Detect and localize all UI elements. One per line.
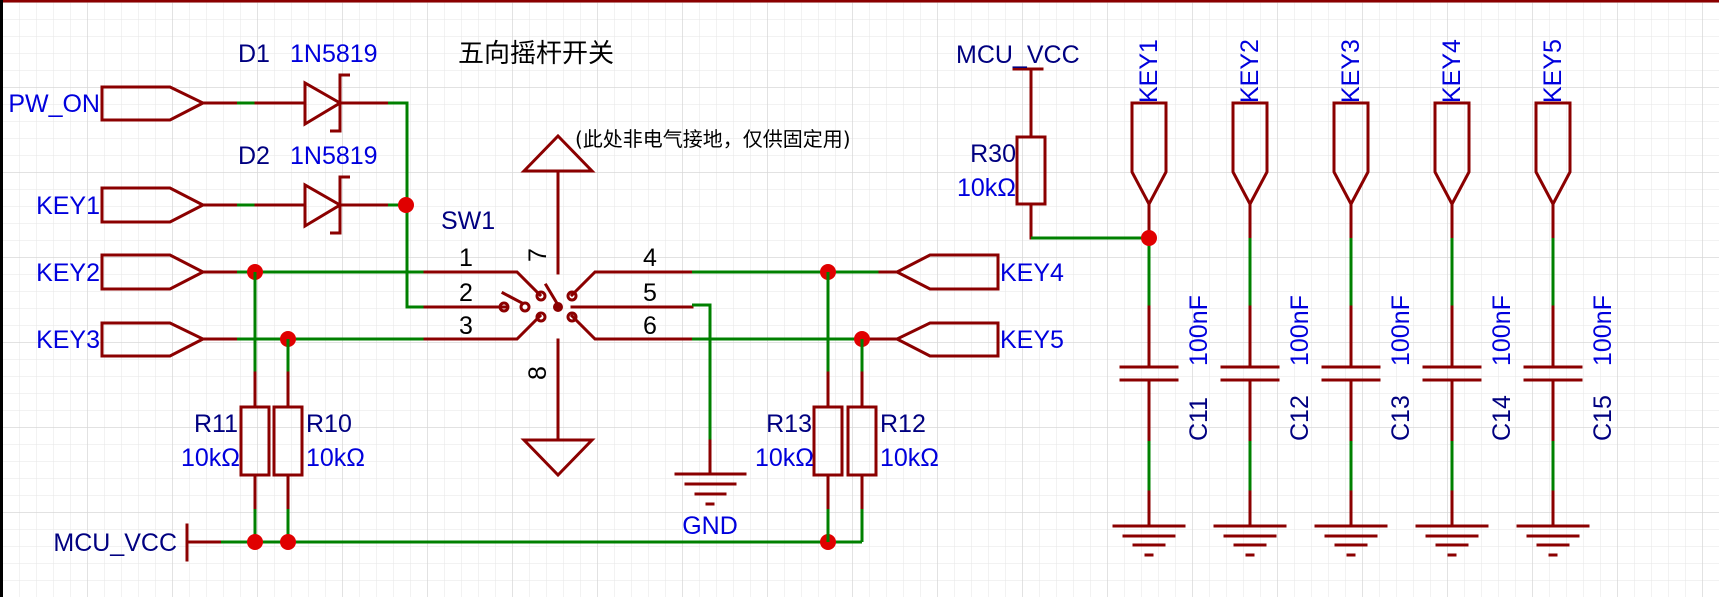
power-port-mcu-vcc-top[interactable]: MCU_VCC <box>956 41 1080 71</box>
pin-5: 5 <box>643 279 657 307</box>
capacitor-ref: C12 <box>1286 395 1314 441</box>
gnd-icon <box>1213 524 1287 557</box>
cap-columns: KEY1C11100nFKEY2C12100nFKEY3C13100nFKEY4… <box>1112 39 1617 557</box>
resistor-r30[interactable]: R30 10kΩ <box>957 67 1047 240</box>
net-label-vertical: KEY5 <box>1539 39 1567 103</box>
resistor-r11-ref: R11 <box>194 410 238 438</box>
capacitor-value: 100nF <box>1488 295 1516 366</box>
diode-d1[interactable]: D1 1N5819 <box>238 40 390 133</box>
switch-title: 五向摇杆开关 <box>458 39 614 69</box>
net-label-vertical: KEY4 <box>1438 39 1466 103</box>
capacitor-ref: C11 <box>1185 397 1213 441</box>
net-label-key1: KEY1 <box>36 192 100 220</box>
net-label-key3: KEY3 <box>36 326 100 354</box>
gnd-label: GND <box>682 512 738 540</box>
pin-1: 1 <box>459 244 473 272</box>
net-label-key5: KEY5 <box>1000 326 1064 354</box>
capacitor-c11[interactable]: C11 100nF <box>1119 295 1213 443</box>
diode-d2[interactable]: D2 1N5819 <box>238 142 390 235</box>
resistor-r10[interactable]: R10 10kΩ <box>272 371 365 511</box>
wire-gnd[interactable] <box>692 303 712 441</box>
resistor-r10-ref: R10 <box>306 410 352 438</box>
gnd-symbol: GND <box>674 439 747 540</box>
resistor-r13[interactable]: R13 10kΩ <box>755 371 844 511</box>
resistor-r13-value: 10kΩ <box>755 444 814 472</box>
resistor-r12-ref: R12 <box>880 410 926 438</box>
net-flag-key5[interactable]: KEY5 <box>893 321 1064 358</box>
gnd-icon <box>1415 524 1489 557</box>
capacitor-value: 100nF <box>1185 295 1213 366</box>
pin-3: 3 <box>459 312 473 340</box>
net-flag-key3-vertical[interactable]: KEY3 <box>1332 39 1370 208</box>
resistor-r12[interactable]: R12 10kΩ <box>846 371 939 511</box>
net-label-vertical: KEY2 <box>1236 39 1264 103</box>
resistor-r10-value: 10kΩ <box>306 444 365 472</box>
pin-7: 7 <box>524 248 552 262</box>
diode-d1-ref: D1 <box>238 40 270 68</box>
pin-6: 6 <box>643 312 657 340</box>
net-flag-key1[interactable]: KEY1 <box>36 186 207 224</box>
net-label-pw-on: PW_ON <box>8 90 100 118</box>
net-flag-pw-on[interactable]: PW_ON <box>8 85 207 122</box>
capacitor-c14[interactable]: C14 100nF <box>1422 295 1516 443</box>
net-flag-key2-vertical[interactable]: KEY2 <box>1231 39 1269 208</box>
pin-2: 2 <box>459 279 473 307</box>
net-flag-key1-vertical[interactable]: KEY1 <box>1130 39 1168 208</box>
resistor-r12-value: 10kΩ <box>880 444 939 472</box>
switch-sw1[interactable]: SW1 1 2 3 4 5 6 7 8 <box>423 133 694 478</box>
net-flag-key2[interactable]: KEY2 <box>36 253 207 291</box>
capacitor-c12[interactable]: C12 100nF <box>1220 295 1314 443</box>
capacitor-c15[interactable]: C15 100nF <box>1523 295 1617 443</box>
diode-d2-value: 1N5819 <box>290 142 378 170</box>
net-label-vertical: KEY3 <box>1337 39 1365 103</box>
capacitor-c13[interactable]: C13 100nF <box>1321 295 1415 443</box>
resistor-r30-ref: R30 <box>970 140 1016 168</box>
gnd-icon <box>1314 524 1388 557</box>
resistor-r11[interactable]: R11 10kΩ <box>181 371 271 511</box>
capacitor-ref: C13 <box>1387 395 1415 441</box>
pin-4: 4 <box>643 244 657 272</box>
net-label-vertical: KEY1 <box>1135 39 1163 103</box>
diode-d2-ref: D2 <box>238 142 270 170</box>
power-port-mcu-vcc[interactable]: MCU_VCC <box>53 523 223 562</box>
capacitor-value: 100nF <box>1286 295 1314 366</box>
junction-dot <box>280 534 296 550</box>
resistor-r13-ref: R13 <box>766 410 812 438</box>
resistor-r11-value: 10kΩ <box>181 444 240 472</box>
diode-d1-value: 1N5819 <box>290 40 378 68</box>
net-label-key4: KEY4 <box>1000 259 1064 287</box>
capacitor-ref: C14 <box>1488 395 1516 441</box>
junction-dot <box>247 534 263 550</box>
net-flag-key3[interactable]: KEY3 <box>36 321 207 358</box>
capacitor-ref: C15 <box>1589 395 1617 441</box>
switch-sw1-ref: SW1 <box>441 207 495 235</box>
resistor-r30-value: 10kΩ <box>957 174 1016 202</box>
net-flag-key5-vertical[interactable]: KEY5 <box>1534 39 1572 208</box>
pin-8: 8 <box>524 366 552 380</box>
gnd-icon <box>1516 524 1590 557</box>
gnd-icon <box>1112 524 1186 557</box>
capacitor-value: 100nF <box>1589 295 1617 366</box>
net-flag-key4-vertical[interactable]: KEY4 <box>1433 39 1471 208</box>
net-flag-key4[interactable]: KEY4 <box>893 253 1064 291</box>
junction-dot <box>1141 230 1157 246</box>
net-label-key2: KEY2 <box>36 259 100 287</box>
capacitor-value: 100nF <box>1387 295 1415 366</box>
junction-dot <box>398 197 414 213</box>
power-label-mcu-vcc: MCU_VCC <box>53 529 177 557</box>
ground-note: (此处非电气接地，仅供固定用) <box>575 127 851 151</box>
power-label-mcu-vcc-top: MCU_VCC <box>956 41 1080 69</box>
